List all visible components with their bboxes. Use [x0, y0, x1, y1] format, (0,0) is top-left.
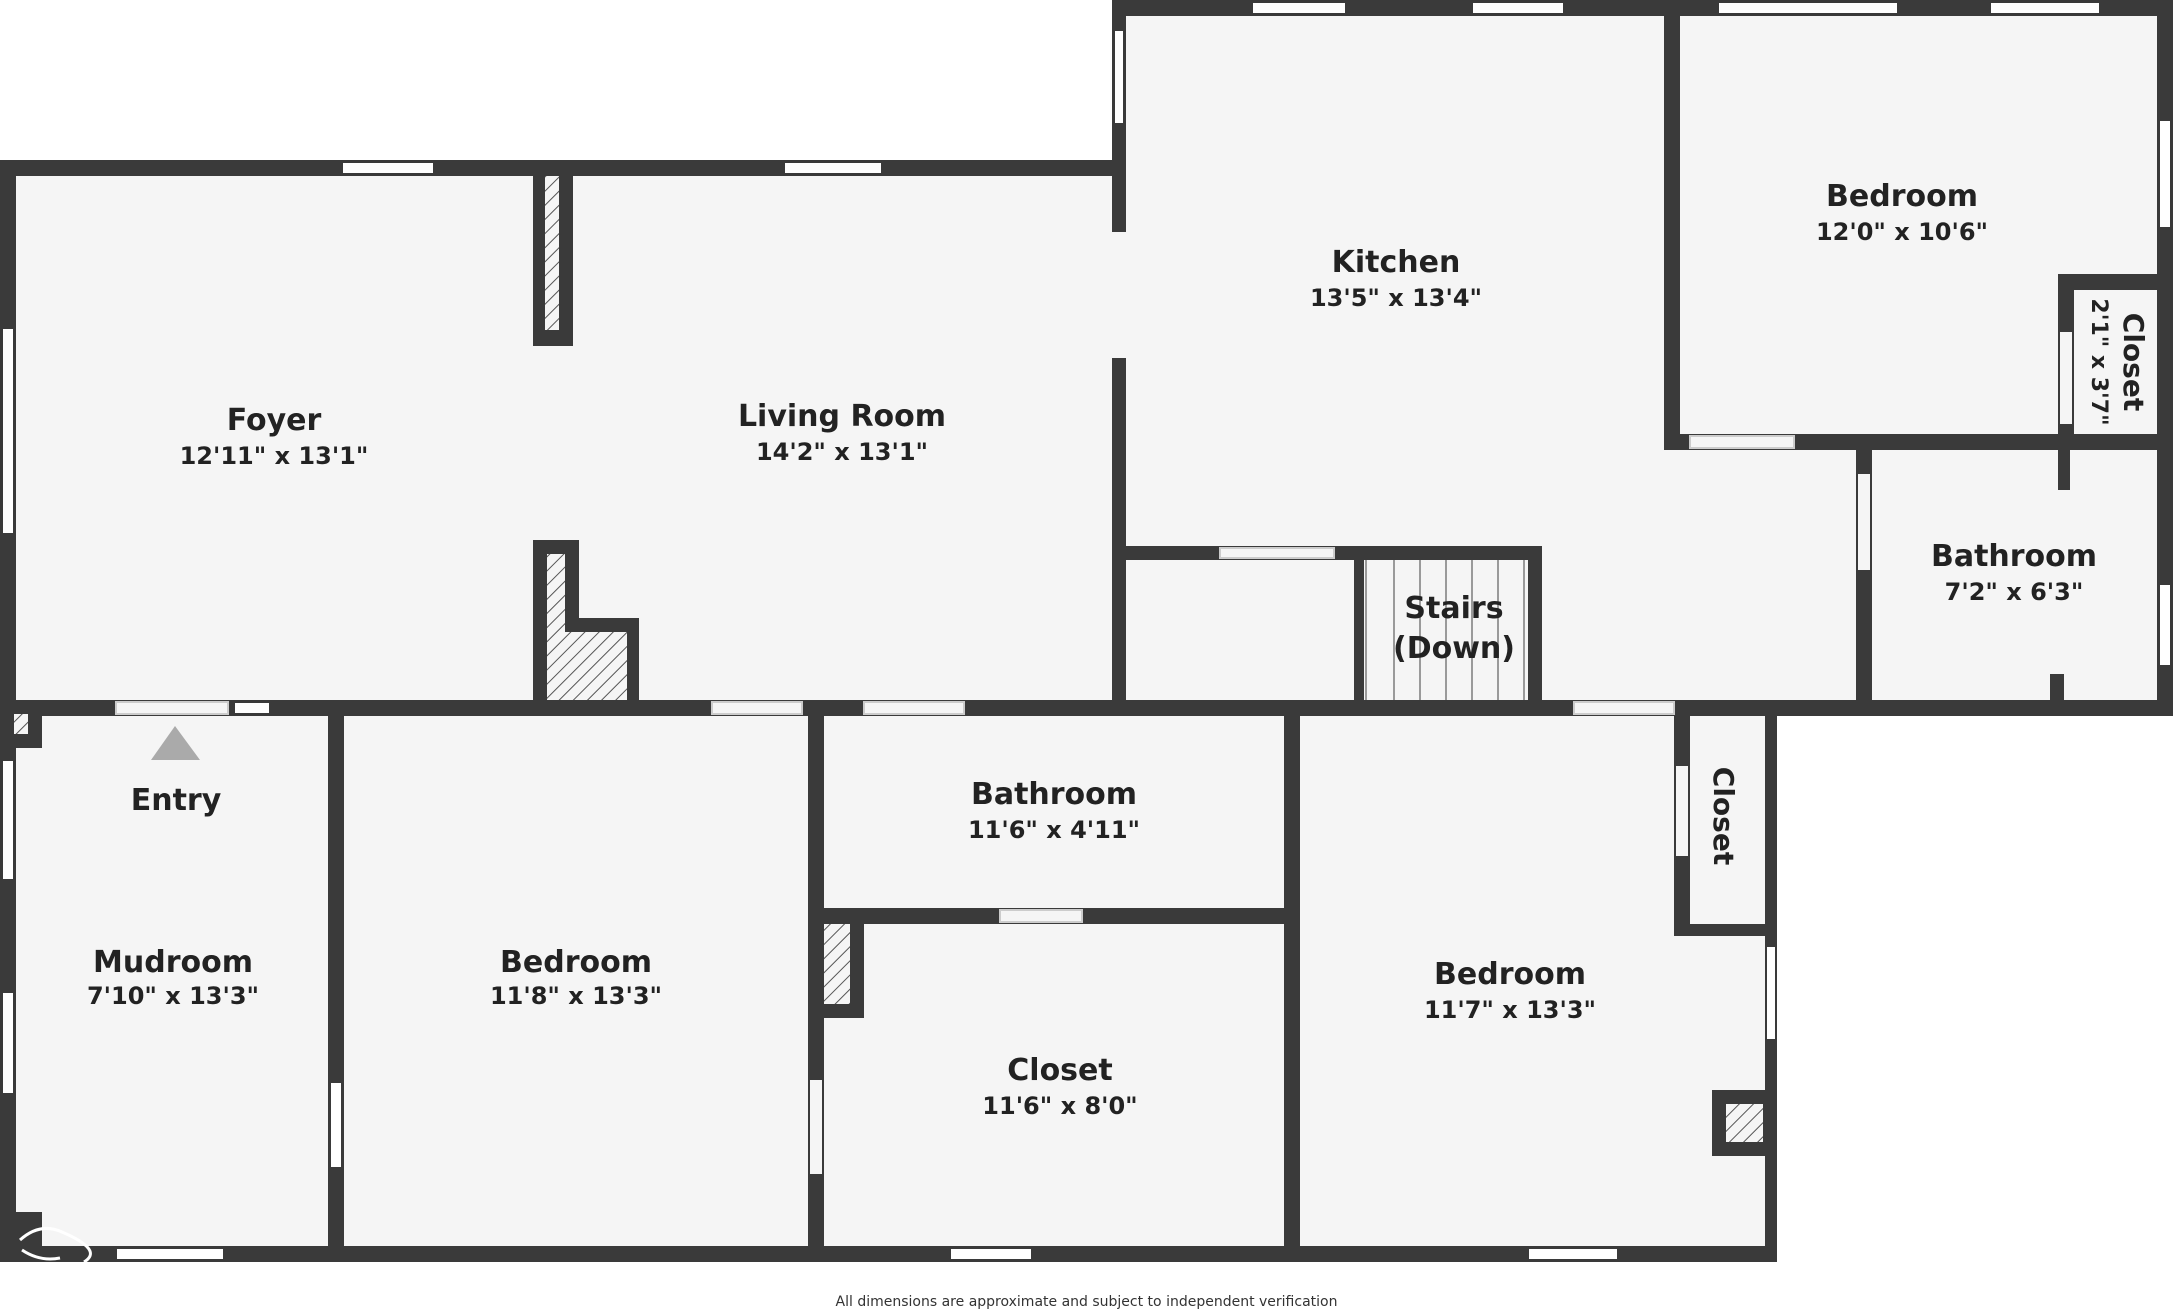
door-openings [116, 332, 2072, 1174]
bathroom-e-name: Bathroom [1931, 539, 2097, 574]
door-opening [1858, 474, 1870, 570]
entry-arrow-icon [151, 726, 200, 760]
bedroom-se-dims: 11'7" x 13'3" [1424, 996, 1596, 1024]
window [1113, 29, 1125, 125]
door-opening [2060, 332, 2072, 424]
window [949, 1247, 1033, 1261]
closet-s-name: Closet [1007, 1053, 1112, 1088]
mudroom-dims: 7'10" x 13'3" [87, 982, 259, 1010]
window [2158, 119, 2172, 229]
bedroom-se-name: Bedroom [1434, 957, 1586, 992]
bathroom-s-dims: 11'6" x 4'11" [968, 816, 1140, 844]
stairs-direction: (Down) [1393, 631, 1515, 666]
living-room-floor [549, 168, 1121, 708]
closet-se-name: Closet [1707, 767, 1740, 865]
stairs-label: Stairs [1404, 591, 1503, 626]
logo-icon [18, 1226, 92, 1264]
window [1989, 1, 2101, 15]
door-opening [1220, 548, 1334, 558]
door-outlines [115, 435, 1795, 923]
door-opening [1000, 910, 1082, 922]
bedroom-ne-name: Bedroom [1826, 179, 1978, 214]
window [1471, 1, 1565, 15]
window [1717, 1, 1899, 15]
window [1, 991, 15, 1095]
living-room-dims: 14'2" x 13'1" [756, 438, 928, 466]
window [341, 161, 435, 175]
kitchen-dims: 13'5" x 13'4" [1310, 284, 1482, 312]
foyer-dims: 12'11" x 13'1" [180, 442, 369, 470]
bathroom-e-dims: 7'2" x 6'3" [1945, 578, 2084, 606]
bedroom-s-dims: 11'8" x 13'3" [490, 982, 662, 1010]
door-opening [810, 1080, 822, 1174]
windows [1, 1, 2172, 1261]
floor-areas [7, 7, 2172, 1254]
window [329, 1081, 343, 1169]
window [1, 327, 15, 535]
door-opening [712, 702, 802, 714]
bedroom-s-name: Bedroom [500, 945, 652, 980]
bathroom-e-floor [1862, 443, 2172, 708]
entry-label: Entry [131, 783, 222, 818]
living-room-name: Living Room [738, 399, 946, 434]
mudroom-name: Mudroom [93, 945, 253, 980]
door-opening [116, 702, 228, 714]
door-opening [1676, 766, 1688, 856]
window [233, 701, 271, 715]
closet-s-dims: 11'6" x 8'0" [982, 1092, 1137, 1120]
window [783, 161, 883, 175]
kitchen-name: Kitchen [1332, 245, 1461, 280]
door-opening [1574, 702, 1674, 714]
stairs-treads [1365, 556, 1525, 702]
door-opening [1690, 436, 1794, 448]
closet-ne-name: Closet [2117, 313, 2150, 411]
foyer-name: Foyer [227, 403, 322, 438]
closet-ne-dims: 2'1" x 3'7" [2086, 298, 2111, 425]
hatched-blocks [14, 176, 1763, 1142]
window [1527, 1247, 1619, 1261]
window [1251, 1, 1347, 15]
bedroom-ne-dims: 12'0" x 10'6" [1816, 218, 1988, 246]
window [1, 759, 15, 881]
window [1765, 945, 1777, 1041]
bedroom-ne-floor [1672, 7, 2172, 443]
foyer-floor [7, 168, 549, 708]
door-opening [864, 702, 964, 714]
bathroom-s-name: Bathroom [971, 777, 1137, 812]
window [2158, 583, 2172, 667]
disclaimer-text: All dimensions are approximate and subje… [835, 1294, 1338, 1310]
south-floor [7, 708, 1773, 1254]
window [115, 1247, 225, 1261]
